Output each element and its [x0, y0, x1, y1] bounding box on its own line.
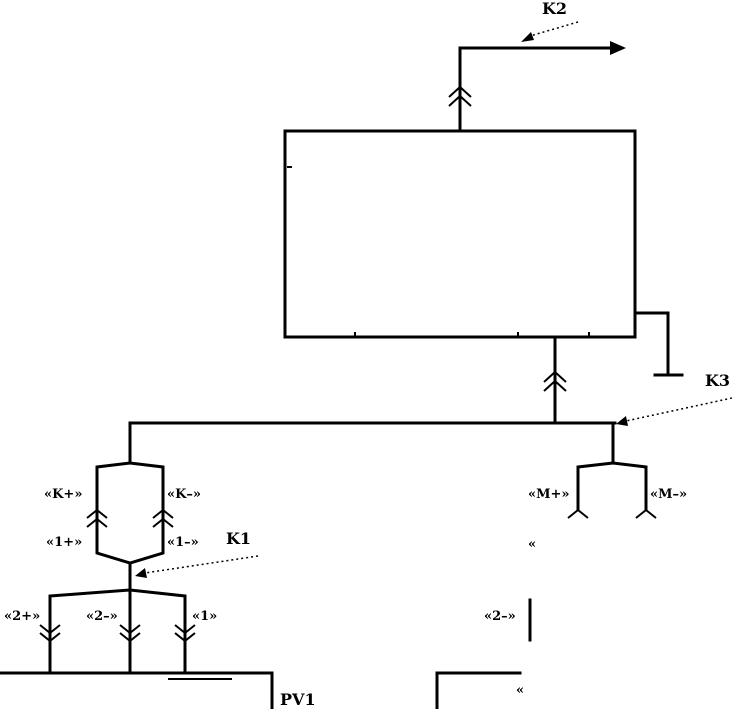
- label-pv1: PV1: [280, 690, 316, 709]
- label-one-plus: «1+»: [46, 535, 82, 550]
- top-connector-chevrons: [448, 85, 472, 107]
- right-bus-fragment: «: [516, 683, 524, 698]
- right-m-chevrons: [567, 508, 657, 519]
- label-two-plus: «2+»: [4, 609, 40, 624]
- right-fragment-mark: «: [528, 537, 536, 552]
- label-k3: K3: [705, 371, 730, 390]
- k3-leader: [625, 397, 732, 422]
- main-block-ticks: [287, 166, 590, 337]
- k2-leader-arrowhead: [521, 32, 534, 42]
- main-block: [283, 129, 637, 339]
- k1-leader-arrowhead: [135, 568, 147, 578]
- top-output-line: [458, 41, 626, 133]
- label-two-minus: «2–»: [86, 609, 118, 624]
- left-k-chevrons: [86, 508, 174, 528]
- lower-leg-chevrons: [39, 624, 196, 643]
- ground-symbol: [633, 311, 684, 377]
- label-m-plus: «M+»: [528, 487, 570, 502]
- label-k-minus: «K–»: [167, 487, 201, 502]
- lower-three-fork: [48, 588, 187, 606]
- label-two-minus-right: «2–»: [484, 609, 516, 624]
- bottom-connector-chevrons: [543, 370, 567, 392]
- label-m-minus: «M–»: [650, 487, 687, 502]
- k3-leader-arrowhead: [616, 416, 628, 426]
- left-upper-fork: [95, 461, 165, 477]
- k2-leader: [529, 21, 579, 37]
- label-k2: K2: [542, 0, 567, 18]
- output-arrowhead: [610, 41, 626, 55]
- label-k-plus: «K+»: [44, 487, 82, 502]
- label-k1: K1: [226, 529, 251, 548]
- k1-leader: [144, 555, 259, 574]
- label-one-minus: «1–»: [167, 535, 199, 550]
- label-one-low: «1»: [192, 609, 217, 624]
- right-bottom-bus: [435, 671, 522, 709]
- right-upper-fork: [576, 461, 648, 477]
- left-lower-merge: [95, 538, 165, 565]
